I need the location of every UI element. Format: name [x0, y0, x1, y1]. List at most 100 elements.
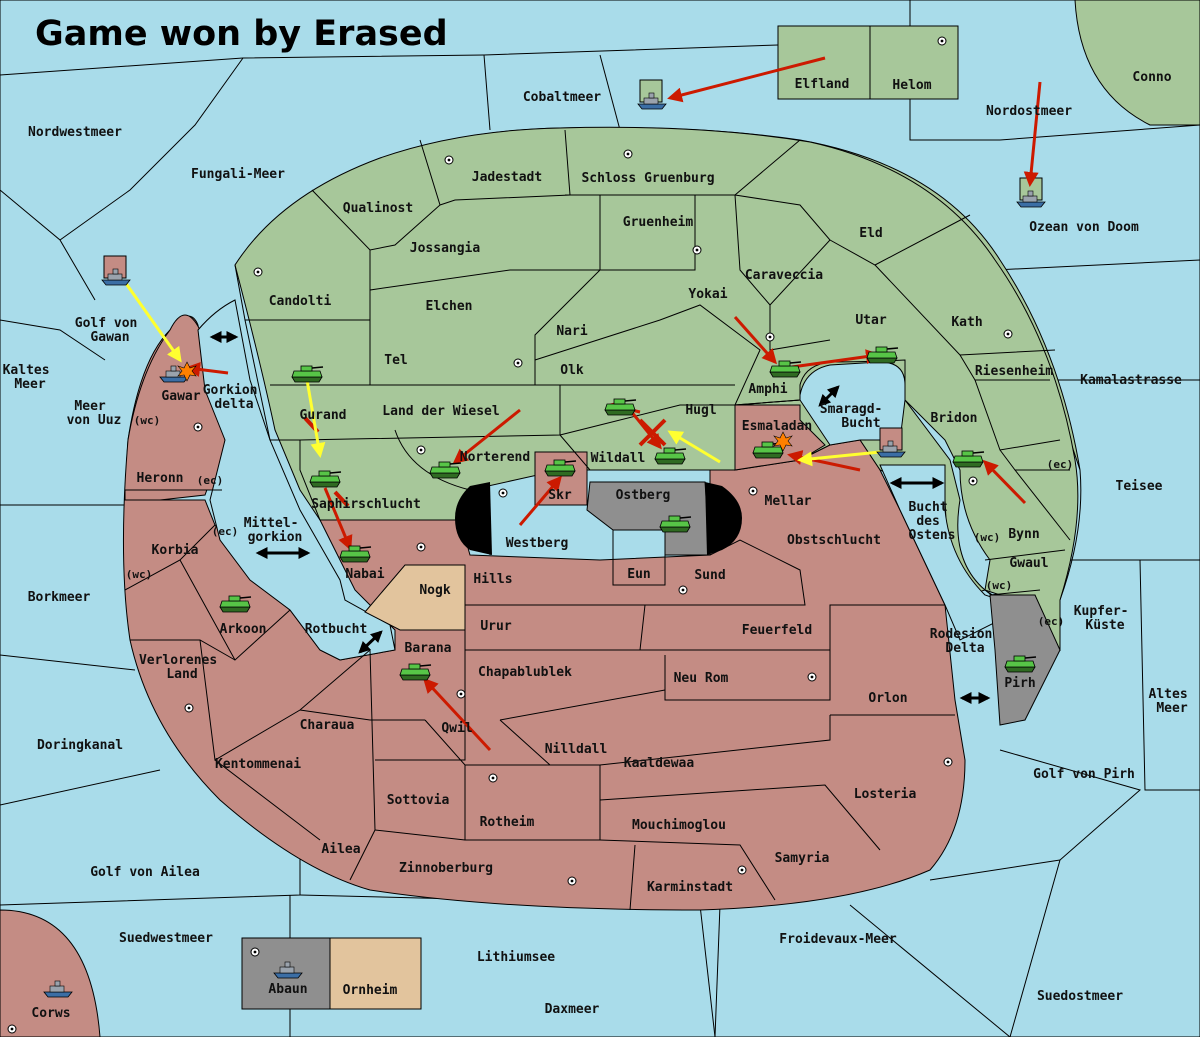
label-doringkanal: Doringkanal	[37, 738, 123, 753]
label-kaaldewaa: Kaaldewaa	[624, 756, 695, 771]
label-smaragd: Smaragd- Bucht	[820, 402, 890, 431]
impassable-west	[455, 482, 492, 555]
supply-center-icon	[567, 876, 577, 886]
label-utar: Utar	[855, 313, 886, 328]
province-labels: Nordwestmeer Fungali-Meer Cobaltmeer Elf…	[3, 70, 1196, 1021]
label-korbia: Korbia	[152, 543, 199, 558]
north-ring[interactable]	[234, 126, 1079, 652]
label-eun: Eun	[627, 567, 650, 582]
label-fungali: Fungali-Meer	[191, 167, 285, 182]
label-westberg: Westberg	[506, 536, 569, 551]
supply-center-icon	[184, 703, 194, 713]
province-corws[interactable]	[0, 909, 101, 1037]
label-meer-uuz: Meer von Uuz	[67, 399, 122, 428]
label-kamalastrasse: Kamalastrasse	[1080, 373, 1182, 388]
label-gurand: Gurand	[300, 408, 347, 423]
label-golf-gawan-line: Golf von	[75, 316, 138, 331]
label-conno: Conno	[1132, 70, 1171, 85]
label-daxmeer: Daxmeer	[545, 1002, 600, 1017]
label-altes: Altes Meer	[1149, 687, 1196, 716]
label-saphir: Saphirschlucht	[311, 497, 421, 512]
supply-center-icon	[623, 149, 633, 159]
supply-center-icon	[737, 865, 747, 875]
province-elfland[interactable]	[777, 25, 871, 100]
label-arkoon: Arkoon	[220, 622, 267, 637]
coast-tag: (ec)	[1038, 615, 1065, 628]
label-gruenheim: Gruenheim	[623, 215, 694, 230]
label-nogk: Nogk	[419, 583, 450, 598]
south-body[interactable]	[122, 314, 966, 911]
label-kentommenai: Kentommenai	[215, 757, 301, 772]
label-abaun: Abaun	[268, 982, 307, 997]
coast-tag: (wc)	[134, 414, 161, 427]
supply-center-icon	[765, 332, 775, 342]
label-esmaladan: Esmaladan	[742, 419, 812, 434]
label-karminstadt: Karminstadt	[647, 880, 733, 895]
label-yokai: Yokai	[688, 287, 727, 302]
label-bynn: Bynn	[1008, 527, 1039, 542]
gorkion-water	[197, 299, 396, 661]
label-gwaul: Gwaul	[1009, 556, 1048, 571]
label-kaltes: Kaltes Meer	[3, 363, 58, 392]
support-orders	[123, 281, 881, 467]
label-neu-rom: Neu Rom	[674, 671, 729, 686]
label-hugl: Hugl	[685, 403, 716, 418]
label-tel: Tel	[384, 353, 407, 368]
label-bridon: Bridon	[931, 411, 978, 426]
province-borders	[124, 129, 1071, 911]
label-golf-ailea: Golf von Ailea	[90, 865, 200, 880]
coast-tag: (ec)	[212, 525, 239, 538]
label-ornheim: Ornheim	[343, 983, 398, 998]
label-nilldall: Nilldall	[545, 742, 608, 757]
label-skr: Skr	[548, 488, 572, 503]
label-norterend: Norterend	[460, 450, 530, 465]
label-corws: Corws	[31, 1006, 70, 1021]
label-ailea: Ailea	[321, 842, 360, 857]
supply-center-icon	[1003, 329, 1013, 339]
label-froidevaux: Froidevaux-Meer	[779, 932, 897, 947]
label-elchen: Elchen	[426, 299, 473, 314]
label-mittelgorkion: Mittel- gorkion	[244, 516, 307, 545]
label-candolti: Candolti	[269, 294, 332, 309]
label-bucht-ostens: Bucht des Ostens	[909, 500, 956, 543]
supply-center-icon	[968, 476, 978, 486]
coast-tag: (ec)	[197, 474, 224, 487]
supply-center-icon	[416, 542, 426, 552]
label-cobaltmeer: Cobaltmeer	[523, 90, 601, 105]
label-suedwestmeer: Suedwestmeer	[119, 931, 213, 946]
supply-center-icon	[7, 1024, 17, 1034]
coast-tag: (wc)	[126, 568, 153, 581]
label-golf-gawan: Golf von Gawan	[75, 316, 145, 345]
label-losteria: Losteria	[854, 787, 917, 802]
label-golf-gawan-line: Gawan	[90, 330, 129, 345]
dislodge-burst-icon	[177, 361, 793, 452]
supply-center-icon	[250, 947, 260, 957]
label-gorkion: Gorkion delta	[203, 383, 266, 412]
label-barana: Barana	[405, 641, 452, 656]
game-result-title: Game won by Erased	[35, 14, 448, 54]
province-conno[interactable]	[1074, 0, 1200, 126]
label-eld: Eld	[859, 226, 882, 241]
label-nordwestmeer: Nordwestmeer	[28, 125, 122, 140]
supply-center-icon	[937, 36, 947, 46]
label-rodesion: Rodesion Delta	[930, 627, 1000, 656]
label-qualinost: Qualinost	[343, 201, 413, 216]
label-helom: Helom	[892, 78, 931, 93]
supply-center-icon	[253, 267, 263, 277]
label-schloss: Schloss Gruenburg	[581, 171, 714, 186]
province-ornheim[interactable]	[329, 937, 422, 1010]
label-nordostmeer: Nordostmeer	[986, 104, 1072, 119]
label-land-wiesel: Land der Wiesel	[382, 404, 499, 419]
label-samyria: Samyria	[775, 851, 830, 866]
impassable-east	[705, 482, 742, 555]
coast-tag: (wc)	[986, 579, 1013, 592]
supply-center-icon	[943, 757, 953, 767]
label-nabai: Nabai	[345, 567, 384, 582]
label-kath: Kath	[951, 315, 982, 330]
label-olk: Olk	[560, 363, 584, 378]
label-rotbucht: Rotbucht	[305, 622, 368, 637]
supply-center-icon	[488, 773, 498, 783]
